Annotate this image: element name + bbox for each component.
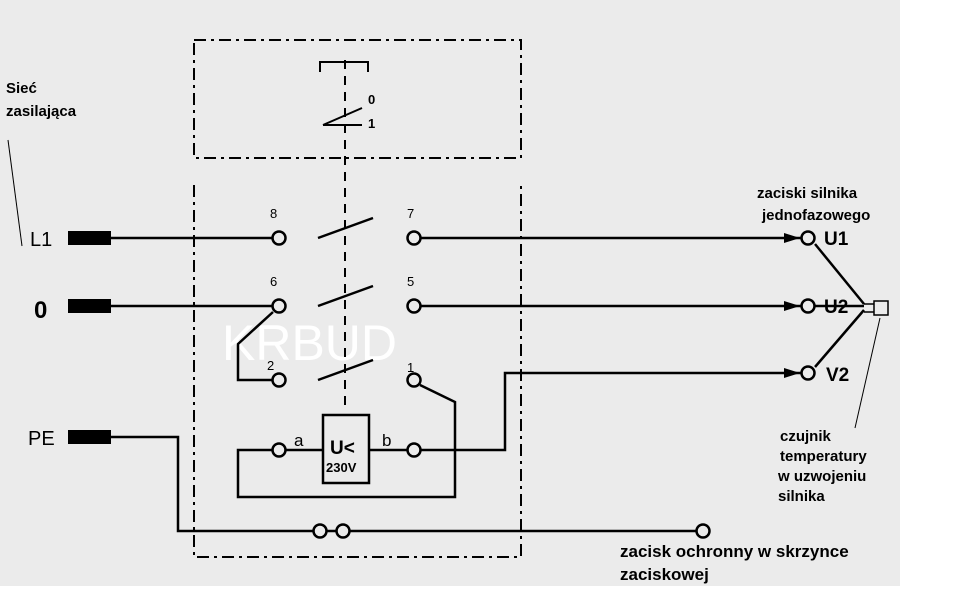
contact-2-1 xyxy=(317,358,374,382)
bottom-margin xyxy=(0,586,960,603)
relay-voltage: 230V xyxy=(326,460,357,475)
arrow-u2 xyxy=(784,301,800,311)
terminal-1 xyxy=(406,372,422,388)
temperature-sensor xyxy=(873,300,889,316)
terminal-block-n xyxy=(68,299,111,313)
leader-sensor xyxy=(854,317,881,429)
main-switch-enclosure xyxy=(193,39,522,159)
motor-title-line2: jednofazowego xyxy=(761,207,870,224)
terminal-a xyxy=(271,442,287,458)
wire-v2-sensor xyxy=(814,309,865,368)
terminal-5 xyxy=(406,298,422,314)
terminal-7-label: 7 xyxy=(407,206,414,221)
label-v2: V2 xyxy=(826,365,849,386)
terminal-8-label: 8 xyxy=(270,206,277,221)
terminal-7 xyxy=(406,230,422,246)
terminal-pe-2 xyxy=(335,523,351,539)
terminal-6-label: 6 xyxy=(270,274,277,289)
sensor-label-line2: temperatury xyxy=(780,448,867,465)
wire-b-to-v2 xyxy=(420,371,802,452)
watermark-text: KRBUD xyxy=(222,315,397,371)
terminal-u1 xyxy=(800,230,816,246)
label-u2: U2 xyxy=(824,297,848,318)
arrow-u1 xyxy=(784,233,800,243)
terminal-u2 xyxy=(800,298,816,314)
terminal-2 xyxy=(271,372,287,388)
sensor-label-line1: czujnik xyxy=(780,428,832,445)
wire-6-to-2 xyxy=(236,311,274,382)
label-l1: L1 xyxy=(30,229,52,251)
terminal-pe-1 xyxy=(312,523,328,539)
wire-u1-sensor xyxy=(814,243,865,305)
sensor-label-line3: w uzwojeniu xyxy=(777,468,866,485)
right-margin xyxy=(900,0,960,603)
sensor-label-line4: silnika xyxy=(778,488,825,505)
relay-symbol: U< xyxy=(330,438,355,459)
label-u1: U1 xyxy=(824,229,849,250)
relay-terminal-a-label: a xyxy=(294,431,304,450)
terminal-block-pe xyxy=(68,430,111,444)
supply-title-line1: Sieć xyxy=(6,80,37,97)
relay-terminal-b-label: b xyxy=(382,431,391,450)
supply-title-line2: zasilająca xyxy=(6,103,77,120)
wire-pe-in xyxy=(110,435,313,533)
label-pe: PE xyxy=(28,428,55,450)
terminal-pe-motor xyxy=(695,523,711,539)
contact-6-5 xyxy=(317,284,374,308)
leader-supply xyxy=(7,139,23,247)
terminal-1-label: 1 xyxy=(407,360,414,375)
undervoltage-relay xyxy=(321,413,371,485)
terminal-v2 xyxy=(800,365,816,381)
contactor-enclosure xyxy=(193,185,522,558)
switch-position-1: 1 xyxy=(368,116,375,131)
protective-terminal-line1: zacisk ochronny w skrzynce xyxy=(620,542,849,561)
terminal-5-label: 5 xyxy=(407,274,414,289)
terminal-b xyxy=(406,442,422,458)
motor-title-line1: zaciski silnika xyxy=(757,185,858,202)
wire-1-to-a xyxy=(236,383,457,499)
terminal-6 xyxy=(271,298,287,314)
protective-terminal-line2: zaciskowej xyxy=(620,565,709,584)
diagram-background xyxy=(0,0,900,586)
switch-position-0: 0 xyxy=(368,92,375,107)
terminal-8 xyxy=(271,230,287,246)
arrow-v2 xyxy=(784,368,800,378)
label-n: 0 xyxy=(34,297,47,324)
main-switch xyxy=(319,61,369,126)
contact-8-7 xyxy=(317,216,374,240)
terminal-2-label: 2 xyxy=(267,358,274,373)
terminal-block-l1 xyxy=(68,231,111,245)
